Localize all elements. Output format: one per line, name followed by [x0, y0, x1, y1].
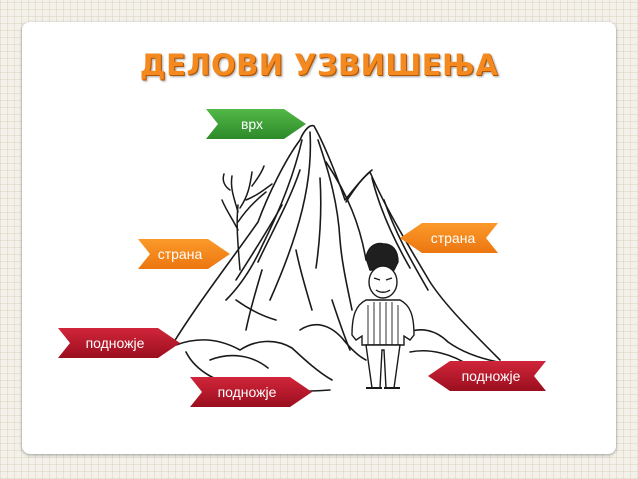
label-side-right: страна: [430, 230, 476, 246]
label-foot-right: подножје: [461, 368, 521, 384]
label-peak: врх: [240, 116, 264, 132]
tree: [221, 165, 273, 271]
label-foot-left: подножје: [85, 335, 145, 351]
label-arrow-side-right: страна: [400, 223, 498, 253]
person-figure: [351, 242, 415, 389]
label-foot-center: подножје: [217, 384, 277, 400]
label-arrow-foot-right: подножје: [428, 361, 546, 391]
label-arrow-peak: врх: [206, 109, 306, 139]
page-title: ДЕЛОВИ УЗВИШЕЊА: [139, 48, 499, 82]
label-side-left: страна: [157, 246, 203, 262]
label-arrow-foot-left: подножје: [58, 328, 180, 358]
mountain-outline: [171, 124, 501, 361]
label-arrow-side-left: страна: [138, 239, 230, 269]
label-arrow-foot-center: подножје: [190, 377, 312, 407]
